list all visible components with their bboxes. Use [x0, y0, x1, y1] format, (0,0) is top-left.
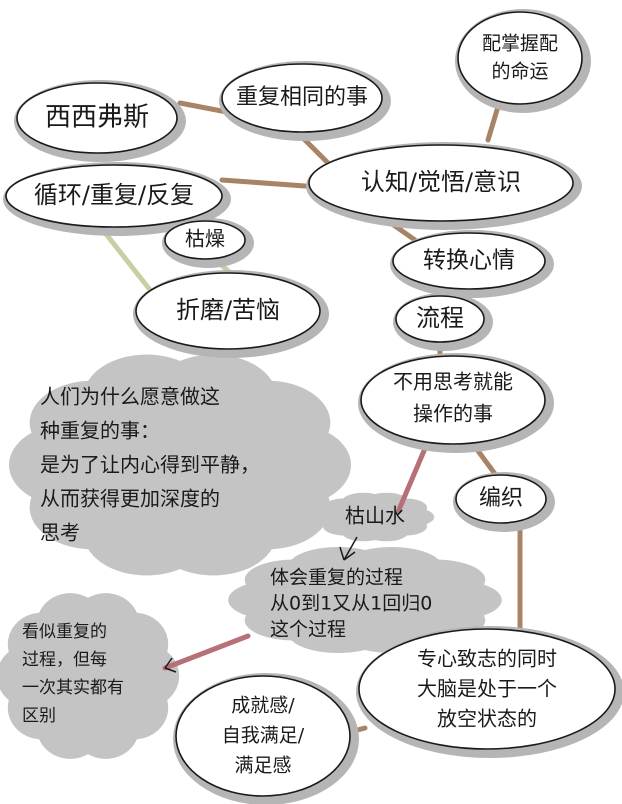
note-why-line-5: 思考: [40, 521, 80, 545]
label-cycle: 循环/重复/反复: [34, 181, 194, 209]
label-xixifusi: 西西弗斯: [45, 103, 149, 133]
bubble-xixifusi: [14, 80, 186, 162]
note-why-line-2: 种重复的事：: [40, 419, 160, 443]
bubble-cycle: [3, 162, 231, 236]
label-achievement-line-1: 成就感/: [231, 695, 295, 717]
cloud-why-core: [52, 380, 308, 550]
bubble-control-fate: [455, 9, 591, 113]
bubble-torment: [133, 270, 329, 358]
bubble-no-thinking-ellipse: [360, 355, 546, 445]
bubble-repeat-same: [219, 61, 391, 141]
cloud-seems-repeat: [0, 593, 180, 759]
label-repeat-same: 重复相同的事: [236, 85, 368, 110]
note-clouds: [0, 354, 502, 759]
note-experience-line-1: 体会重复的过程: [270, 567, 403, 589]
note-seems-repeat-line-3: 一次其实都有: [22, 678, 124, 698]
bubble-weave: [453, 472, 555, 532]
cloud-karesansui: [315, 492, 435, 542]
note-why-line-4: 从而获得更加深度的: [40, 487, 220, 511]
note-seems-repeat-line-1: 看似重复的: [22, 622, 107, 642]
bubble-focus-ellipse: [358, 628, 616, 750]
arrow-karesansui-to-experience: [339, 536, 358, 561]
label-achievement-line-3: 满足感: [234, 755, 291, 777]
label-cognition: 认知/觉悟/意识: [361, 168, 521, 196]
cloud-karesansui-core: [330, 498, 420, 536]
note-experience-line-3: 这个过程: [270, 619, 346, 641]
bubble-xixifusi-ellipse: [16, 82, 178, 154]
cloud-experience-core: [263, 559, 467, 641]
bubble-cognition: [306, 142, 582, 230]
label-focus-line-3: 放空状态的: [437, 707, 537, 731]
bubble-boring-ellipse: [164, 220, 246, 260]
label-focus-line-1: 专心致志的同时: [417, 647, 557, 671]
bubble-switch-mood: [390, 230, 554, 298]
bubble-process: [393, 293, 493, 351]
bubble-switch-mood-ellipse: [392, 232, 546, 290]
label-control-fate-line-1: 配掌握配: [482, 33, 558, 55]
bubble-achievement-ellipse: [175, 675, 351, 797]
note-why-line-3: 是为了让内心得到平静，: [40, 453, 260, 477]
label-boring: 枯燥: [185, 227, 225, 251]
label-torment: 折磨/苦恼: [176, 296, 280, 324]
bubble-cycle-ellipse: [5, 164, 223, 228]
label-focus-line-2: 大脑是处于一个: [417, 677, 557, 701]
bubble-process-ellipse: [395, 295, 485, 343]
cloud-why: [9, 354, 351, 576]
label-no-thinking-line-2: 操作的事: [413, 402, 493, 426]
arrow-head-seems: [164, 657, 177, 673]
link-cycle-cognition: [219, 177, 308, 189]
label-weave: 编织: [479, 486, 523, 511]
bubble-focus: [356, 626, 622, 758]
note-karesansui: 枯山水: [345, 504, 405, 528]
label-control-fate-line-2: 的命运: [491, 61, 548, 83]
bubble-achievement: [173, 673, 359, 804]
bubbles: [3, 9, 622, 804]
note-why-line-1: 人们为什么愿意做这: [40, 385, 220, 409]
bubble-boring: [162, 218, 254, 268]
arrow-experience-to-seems: [162, 633, 251, 671]
label-switch-mood: 转换心情: [423, 248, 515, 274]
bubble-torment-ellipse: [135, 272, 321, 350]
bubble-cognition-ellipse: [308, 144, 574, 222]
note-experience-line-2: 从0到1又从1回归0: [270, 593, 432, 615]
bubble-repeat-same-ellipse: [221, 63, 383, 133]
label-no-thinking-line-1: 不用思考就能: [393, 370, 513, 394]
note-seems-repeat-line-2: 过程，但每: [22, 650, 107, 670]
bubble-weave-ellipse: [455, 474, 547, 524]
label-achievement-line-2: 自我满足/: [222, 725, 305, 747]
cloud-seems-repeat-core: [20, 612, 156, 740]
bubble-no-thinking: [358, 353, 554, 453]
note-seems-repeat-line-4: 区别: [22, 706, 56, 726]
bubble-control-fate-ellipse: [457, 11, 583, 105]
label-process: 流程: [416, 304, 464, 332]
cloud-experience: [228, 546, 502, 654]
